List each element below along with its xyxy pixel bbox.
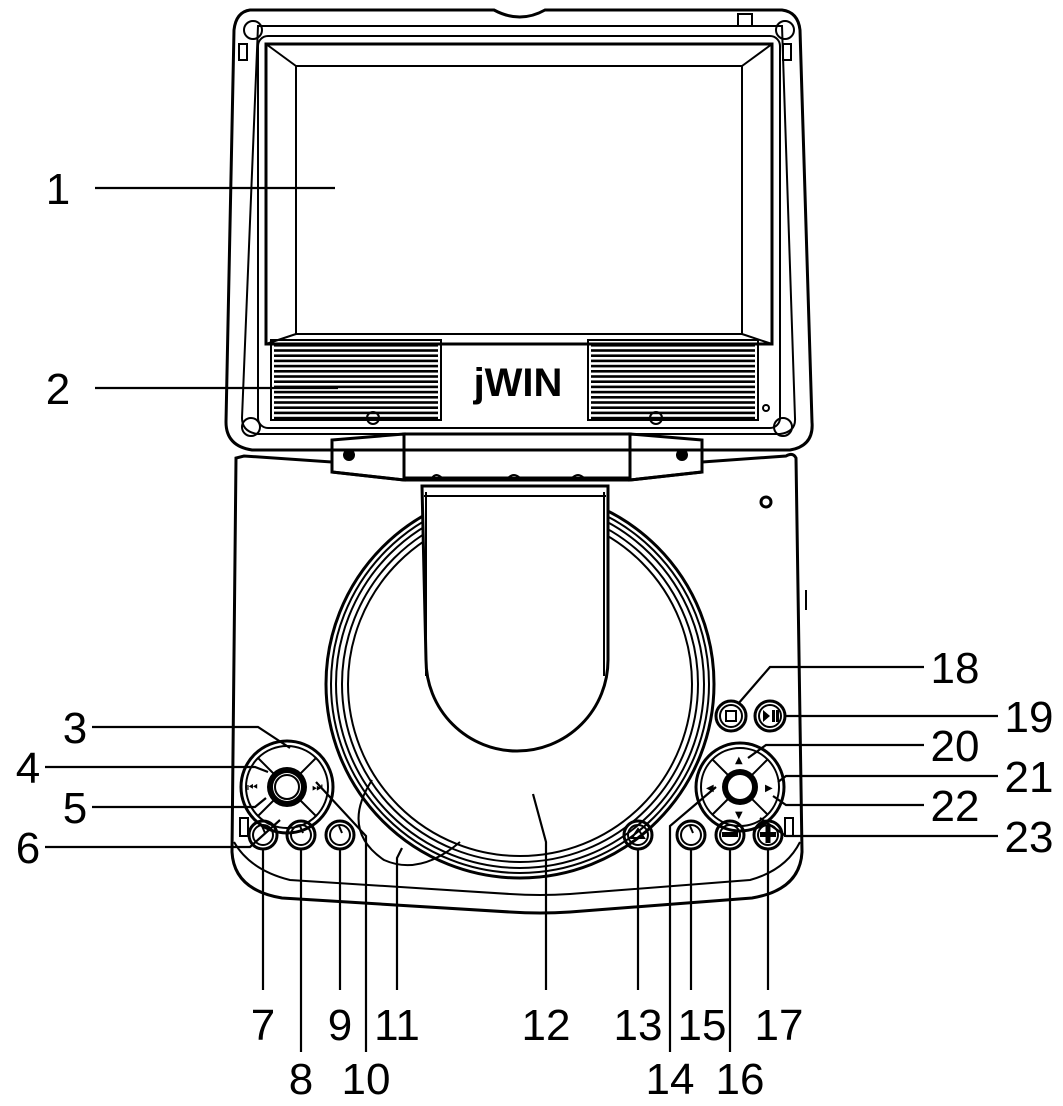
speaker-left-frame bbox=[270, 339, 442, 421]
speaker-left-slot bbox=[274, 411, 438, 415]
speaker-left-slot bbox=[274, 396, 438, 399]
plus-button[interactable] bbox=[752, 819, 784, 851]
plus-icon-v bbox=[765, 826, 771, 843]
right-arrow-icon: ▶ bbox=[765, 783, 773, 794]
speaker-left-slot bbox=[274, 359, 438, 363]
speaker-left-slot bbox=[274, 344, 438, 347]
speaker-left-slot bbox=[274, 354, 438, 357]
callout-15: 15 bbox=[678, 1001, 727, 1050]
callout-19: 19 bbox=[1005, 693, 1054, 742]
speaker-right-slot bbox=[591, 359, 755, 363]
left-arrow-icon: ◀ bbox=[706, 783, 714, 794]
next-icon: ⏭ bbox=[312, 780, 323, 794]
callout-6: 6 bbox=[16, 824, 40, 873]
speaker-right bbox=[587, 339, 759, 421]
speaker-right-slot bbox=[591, 349, 755, 352]
speaker-left-slot bbox=[274, 390, 438, 394]
speaker-right-slot bbox=[591, 344, 755, 347]
callout-18: 18 bbox=[931, 644, 980, 693]
button-9[interactable] bbox=[324, 819, 356, 851]
button-15[interactable] bbox=[675, 819, 707, 851]
callout-9: 9 bbox=[328, 1001, 352, 1050]
callout-20: 20 bbox=[931, 722, 980, 771]
callout-23: 23 bbox=[1005, 813, 1054, 862]
down-arrow-icon: ▼ bbox=[735, 810, 743, 821]
speaker-left-slot bbox=[274, 370, 438, 373]
hinge bbox=[330, 432, 704, 482]
button-15-mark bbox=[689, 825, 694, 834]
speaker-left bbox=[270, 339, 442, 421]
speaker-right-slot bbox=[591, 401, 755, 404]
button-8[interactable] bbox=[285, 819, 317, 851]
minus-icon bbox=[722, 832, 738, 837]
brand-logo: jWIN bbox=[473, 361, 563, 405]
speaker-left-slot bbox=[274, 364, 438, 368]
lid bbox=[224, 8, 814, 452]
play-pause-button[interactable] bbox=[753, 699, 787, 733]
callout-17: 17 bbox=[755, 1001, 804, 1050]
button-7-mark bbox=[261, 825, 266, 834]
speaker-right-slot bbox=[591, 370, 755, 373]
up-arrow-icon: ▲ bbox=[735, 755, 743, 766]
speaker-right-slot bbox=[591, 390, 755, 394]
disc-clamp bbox=[420, 484, 610, 753]
minus-button[interactable] bbox=[714, 819, 746, 851]
indicator-dot bbox=[762, 404, 770, 412]
open-button[interactable] bbox=[622, 819, 654, 851]
speaker-right-slot bbox=[591, 385, 755, 389]
button-9-mark bbox=[338, 825, 343, 834]
screw bbox=[649, 411, 663, 425]
speaker-right-frame bbox=[587, 339, 759, 421]
plus-button-face bbox=[757, 824, 779, 846]
speaker-left-slot bbox=[274, 380, 438, 383]
prev-icon: ⏮ bbox=[247, 780, 258, 794]
screen bbox=[257, 35, 781, 429]
speaker-left-slot bbox=[274, 349, 438, 352]
open-button-face bbox=[627, 824, 649, 846]
callout-21: 21 bbox=[1005, 753, 1054, 802]
callout-4: 4 bbox=[16, 744, 40, 793]
speaker-right-slot bbox=[591, 364, 755, 368]
speaker-left-slot bbox=[274, 385, 438, 389]
right-dpad: ▲ ▼ ◀ ▶ bbox=[694, 741, 786, 833]
callout-16: 16 bbox=[716, 1055, 765, 1101]
speaker-right-slot bbox=[591, 354, 755, 357]
speaker-right-slot bbox=[591, 406, 755, 409]
callout-1: 1 bbox=[46, 165, 70, 214]
eject-icon bbox=[630, 827, 646, 839]
speaker-left-slot bbox=[274, 416, 438, 420]
speaker-left-slot bbox=[274, 375, 438, 378]
callout-11: 11 bbox=[374, 1001, 420, 1050]
button-9-face bbox=[329, 824, 351, 846]
callout-13: 13 bbox=[614, 1001, 663, 1050]
callout-22: 22 bbox=[931, 782, 980, 831]
button-8-mark bbox=[299, 825, 304, 834]
callout-8: 8 bbox=[289, 1055, 313, 1101]
callout-12: 12 bbox=[522, 1001, 571, 1050]
speaker-right-slot bbox=[591, 375, 755, 378]
callout-2: 2 bbox=[46, 365, 70, 414]
button-7-face bbox=[252, 824, 274, 846]
callout-10: 10 bbox=[342, 1055, 391, 1101]
callout-labels: 1 2 3 4 5 6 7 8 9 10 11 12 13 14 15 16 1… bbox=[16, 165, 1054, 1104]
speaker-right-slot bbox=[591, 411, 755, 415]
speaker-right-slot bbox=[591, 416, 755, 420]
callout-3: 3 bbox=[63, 704, 87, 753]
button-15-face bbox=[680, 824, 702, 846]
speaker-right-slot bbox=[591, 396, 755, 399]
speaker-left-slot bbox=[274, 406, 438, 409]
bottom-buttons bbox=[247, 819, 784, 851]
stop-button[interactable] bbox=[714, 699, 748, 733]
speaker-right-slot bbox=[591, 380, 755, 383]
button-8-face bbox=[290, 824, 312, 846]
leader-lines bbox=[45, 186, 998, 1052]
screw bbox=[366, 411, 380, 425]
minus-button-face bbox=[719, 824, 741, 846]
callout-7: 7 bbox=[251, 1001, 275, 1050]
speaker-left-slot bbox=[274, 401, 438, 404]
callout-14: 14 bbox=[646, 1055, 695, 1101]
callout-5: 5 bbox=[63, 784, 87, 833]
